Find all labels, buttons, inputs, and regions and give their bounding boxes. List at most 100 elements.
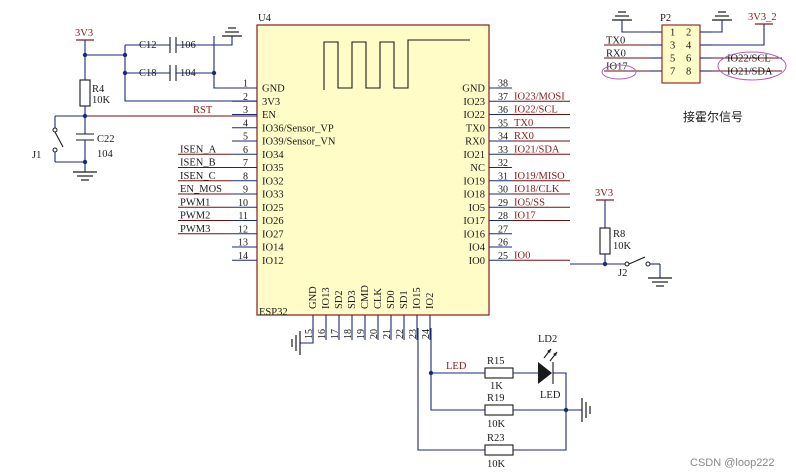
junction-dot [428,370,434,376]
svg-text:J2: J2 [618,268,627,279]
net-label: EN_MOS [180,184,222,195]
pin-name: IO4 [469,243,486,254]
svg-text:LED: LED [540,390,561,401]
pin-name: IO35 [262,163,284,174]
pin-name: SD0 [386,290,397,309]
p2-pin-number: 8 [686,67,691,78]
i2c-highlight [717,51,787,81]
resistor-r8: R8 10K [599,227,632,255]
pin-name: CLK [373,288,384,309]
pin-number: 29 [498,198,508,209]
net-label: RX0 [514,131,534,142]
pin-name: IO0 [469,256,485,267]
pin-name: IO36/Sensor_VP [262,123,334,134]
pin-number: 7 [243,158,248,169]
led-ld2: LD2 LED [538,334,561,401]
resistor-r23: R23 10K [484,433,514,470]
pin-number: 1 [243,79,248,90]
pin-number: 28 [498,211,508,222]
p2-pin-number: 6 [686,54,691,65]
pin-number: 30 [498,185,508,196]
pin-name: IO19 [463,176,485,187]
io17-highlight [601,64,637,80]
pin-number: 4 [243,118,248,129]
pin-name: RX0 [465,137,485,148]
pin-name: IO21 [463,150,485,161]
switch-j2: J2 [605,256,661,279]
svg-text:J1: J1 [32,150,41,161]
svg-text:10K: 10K [487,459,506,470]
pin-name: SD1 [399,290,410,309]
ground-symbol [291,331,301,355]
pin-name: GND [308,286,319,309]
pin-name: IO17 [463,216,485,227]
p2-pin-number: 5 [670,54,675,65]
pin-number: 17 [330,329,341,339]
pin-number: 9 [243,185,248,196]
p2-net-label: IO21/SDA [727,67,773,78]
pin-number: 37 [498,92,508,103]
net-label: PWM2 [180,211,210,222]
pin-number: 19 [356,329,367,339]
pin-name: IO25 [262,203,284,214]
pin-number: 23 [408,329,419,339]
net-label: IO19/MISO [514,171,565,182]
pin-name: IO34 [262,150,284,161]
pin-number: 2 [243,92,248,103]
pin-number: 8 [243,171,248,182]
p2-ground-left [612,11,650,33]
p2-pin-number: 4 [686,41,692,52]
svg-text:10K: 10K [92,95,111,106]
capacitor-c12: C12 106 [125,37,214,53]
pin-number: 33 [498,145,508,156]
net-label: ISEN_A [180,144,217,155]
resistor-r4: R4 10K [79,79,111,107]
net-label: PWM1 [180,197,210,208]
svg-text:106: 106 [180,40,196,51]
pin-name: IO27 [262,229,284,240]
u4-ref: U4 [258,13,272,24]
vcc-3v3-left: 3V3 [75,28,94,80]
net-label: IO18/CLK [514,184,560,195]
p2-net-label: TX0 [606,36,625,47]
pin-number: 3 [243,105,248,116]
capacitor-c18: C18 104 [125,65,214,81]
resistor-r19: R19 10K [484,393,514,430]
net-label: PWM3 [180,224,210,235]
pin-number: 14 [238,251,248,262]
pin-name: IO5 [469,203,485,214]
pin-number: 38 [498,79,508,90]
pin-number: 15 [304,329,315,339]
pin-name: IO18 [463,190,485,201]
p2-pin-number: 3 [670,41,675,52]
net-label: IO0 [514,250,530,261]
svg-text:3V3_2: 3V3_2 [748,12,777,23]
junction-dot [82,52,88,58]
pin-name: 3V3 [262,97,280,108]
svg-text:104: 104 [97,149,114,160]
pin-name: IO13 [321,287,332,309]
u4-bottom-pins: GND15IO1316SD217SD318CMD19CLK20SD021SD12… [304,285,436,340]
svg-text:3V3: 3V3 [595,188,613,199]
p2-pin-number: 2 [686,28,691,39]
watermark: CSDN @loop222 [690,457,775,469]
junction-dot [563,407,569,413]
junction-dot [122,70,128,76]
svg-text:R8: R8 [613,229,625,240]
svg-text:C18: C18 [139,68,157,79]
pin-name: EN [262,110,276,121]
p2-connector-body [661,24,701,84]
pin-number: 31 [498,171,508,182]
pin-name: IO12 [262,256,284,267]
pin-name: IO39/Sensor_VN [262,137,336,148]
ground-symbol [73,171,97,181]
pin-number: 16 [317,329,328,339]
net-label: TX0 [514,118,533,129]
svg-text:R15: R15 [487,356,505,367]
net-label: IO23/MOSI [514,91,565,102]
net-label: ISEN_C [180,171,216,182]
pin-number: 24 [421,329,432,339]
pin-number: 12 [238,224,248,235]
